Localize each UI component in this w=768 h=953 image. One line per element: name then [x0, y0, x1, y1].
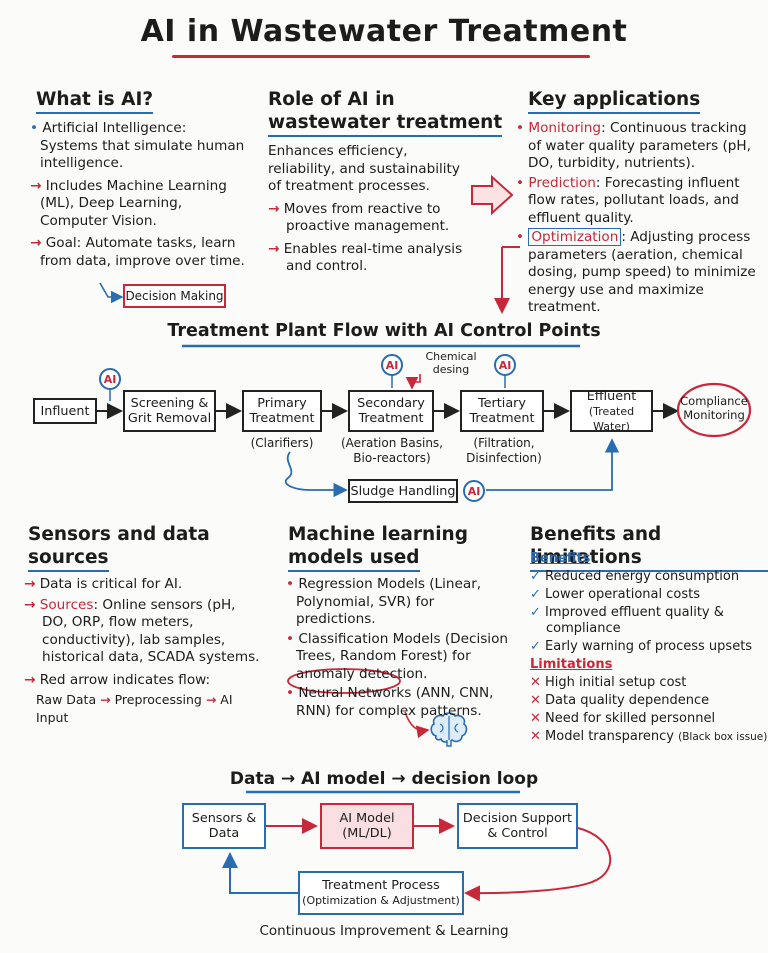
effluent-label: Effluent [586, 388, 637, 404]
ml-section: • Regression Models (Linear, Polynomial,… [286, 576, 509, 719]
limitation-list: ✕ High initial setup cost ✕ Data quality … [530, 675, 768, 745]
cross-icon: ✕ [530, 729, 546, 744]
ai-badge-screening: AI [99, 368, 121, 390]
benefit-list: ✓ Reduced energy consumption ✓ Lower oper… [530, 569, 762, 655]
ai-badge-sludge: AI [463, 480, 485, 502]
data-pipeline: Raw Data → Preprocessing → AI Input [36, 692, 233, 725]
compliance-monitoring: Compliance Monitoring [680, 394, 748, 422]
role-p1: Enhances efficiency, reliability, and su… [268, 143, 460, 194]
effluent-sub: (Treated Water) [588, 404, 635, 433]
flow-heading: Treatment Plant Flow with AI Control Poi… [167, 321, 601, 341]
limitations-label: Limitations [530, 657, 613, 672]
chemical-dosing-label: Chemical desing [425, 350, 477, 376]
secondary-sub: (Aeration Basins, Bio-reactors) [341, 436, 443, 465]
ai-badge-tertiary: AI [494, 354, 516, 376]
sensors-heading: Sensors and data sources [28, 523, 210, 572]
benefit-item: ✓ Early warning of process upsets [530, 639, 753, 654]
sludge-box: Sludge Handling [348, 479, 458, 503]
loop-decision-box: Decision Support & Control [457, 803, 578, 849]
ml-b2: Classification Models (Decision Trees, R… [296, 630, 509, 682]
ml-heading: Machine learning models used [288, 523, 468, 572]
benefit-item: ✓ Reduced energy consumption [530, 569, 740, 584]
neural-networks-label: Neural Networks [298, 685, 412, 701]
secondary-box: Secondary Treatment [348, 390, 434, 432]
limitation-item: ✕ Data quality dependence [530, 693, 710, 708]
benefits-section: Benefits ✓ Reduced energy consumption✓ L… [530, 551, 768, 745]
sensors-p1: Data is critical for AI. [39, 576, 183, 592]
primary-sub: (Clarifiers) [250, 436, 314, 450]
role-p2: Moves from reactive to proactive managem… [283, 200, 450, 235]
limitation-item: ✕ High initial setup cost [530, 675, 687, 690]
screening-box: Screening & Grit Removal [123, 390, 216, 432]
what-is-ai-heading: What is AI? [36, 88, 154, 114]
tertiary-sub: (Filtration, Disinfection) [466, 436, 542, 465]
limitation-item: ✕ Model transparency (Black box issue) [530, 729, 768, 744]
what-is-ai-section: • Artificial Intelligence: Systems that … [30, 120, 245, 269]
loop-footer: Continuous Improvement & Learning [259, 923, 509, 939]
brain-icon [430, 712, 468, 747]
page-title: AI in Wastewater Treatment [140, 14, 628, 49]
benefit-item: ✓ Improved effluent quality & compliance [530, 605, 724, 636]
check-icon: ✓ [530, 587, 546, 602]
role-p3: Enables real-time analysis and control. [283, 240, 463, 275]
role-heading: Role of AI in wastewater treatment [268, 88, 503, 137]
sensors-p3: Red arrow indicates flow: [39, 671, 211, 688]
cross-icon: ✕ [530, 675, 546, 690]
what-is-ai-p1: Artificial Intelligence: Systems that si… [40, 120, 245, 171]
loop-treatment-box: Treatment Process(Optimization & Adjustm… [298, 871, 464, 915]
big-arrow-icon [471, 174, 514, 216]
ml-b1: Regression Models (Linear, Polynomial, S… [296, 576, 482, 627]
title-underline [172, 55, 590, 58]
loop-model-box: AI Model(ML/DL) [320, 803, 414, 849]
cross-icon: ✕ [530, 693, 546, 708]
check-icon: ✓ [530, 569, 546, 584]
what-is-ai-p2: Includes Machine Learning (ML), Deep Lea… [40, 177, 227, 229]
ai-badge-secondary: AI [381, 354, 403, 376]
primary-box: Primary Treatment [242, 390, 322, 432]
black-box-note: (Black box issue) [678, 731, 768, 743]
tertiary-box: Tertiary Treatment [460, 390, 544, 432]
role-section: Enhances efficiency, reliability, and su… [268, 143, 468, 276]
check-icon: ✓ [530, 639, 546, 654]
limitation-item: ✕ Need for skilled personnel [530, 711, 716, 726]
influent-box: Influent [33, 398, 97, 424]
benefits-heading: Benefits and limitations [530, 523, 768, 572]
prediction-label: Prediction [528, 174, 596, 191]
sources-label: Sources [39, 596, 94, 613]
loop-sensors-box: Sensors & Data [182, 803, 266, 849]
optimization-label: Optimization [528, 228, 622, 246]
benefits-label: Benefits [530, 551, 591, 566]
effluent-box: Effluent (Treated Water) [570, 388, 653, 433]
key-apps-section: • Monitoring: Continuous tracking of wat… [516, 120, 756, 315]
what-is-ai-p3: Goal: Automate tasks, learn from data, i… [40, 235, 245, 269]
loop-heading: Data → AI model → decision loop [229, 769, 539, 789]
benefit-item: ✓ Lower operational costs [530, 587, 700, 602]
cross-icon: ✕ [530, 711, 546, 726]
key-apps-heading: Key applications [528, 88, 701, 114]
sensors-section: → Data is critical for AI. → Sources: On… [24, 576, 264, 726]
decision-making-box: Decision Making [123, 284, 226, 308]
monitoring-label: Monitoring [528, 120, 602, 136]
check-icon: ✓ [530, 605, 546, 620]
